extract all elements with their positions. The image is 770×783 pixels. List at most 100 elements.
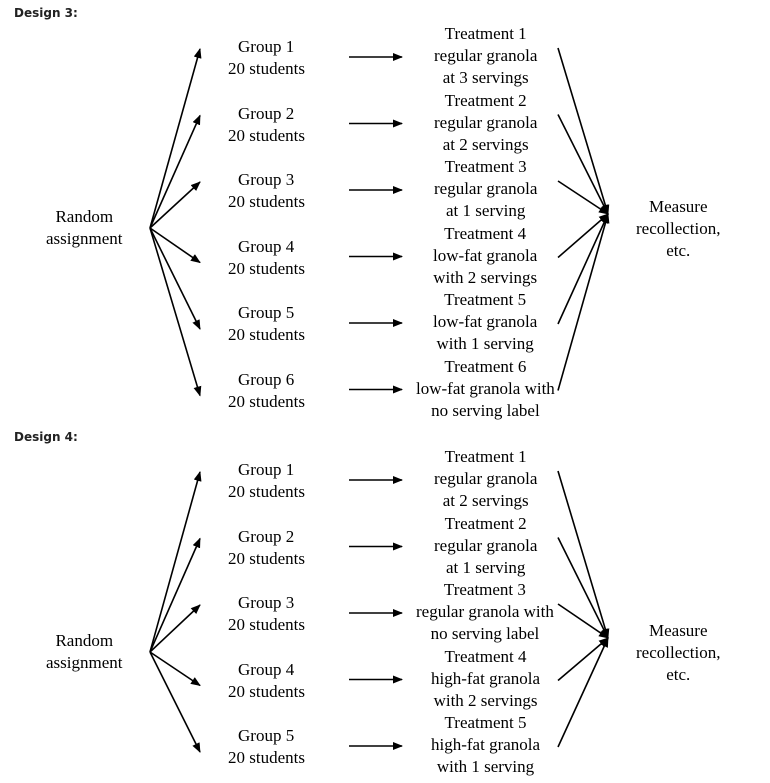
group-size: 20 students <box>228 748 305 767</box>
random-to-group-arrow <box>149 537 201 653</box>
group-size: 20 students <box>228 125 305 145</box>
treatment-label-line: at 1 serving <box>446 201 526 220</box>
treatment-to-measure-arrow <box>557 213 609 259</box>
random-to-group-arrow <box>149 48 202 229</box>
treatment-label-line: with 1 serving <box>436 757 535 776</box>
treatment-label-line: regular granola <box>434 112 538 132</box>
treatment-label-line: no serving label <box>431 400 540 420</box>
treatment-to-measure-arrow <box>557 603 609 639</box>
treatment-label-line: high-fat granola <box>431 735 541 754</box>
treatment-label-line: at 2 servings <box>442 491 529 510</box>
group-name: Group 5 <box>238 303 295 322</box>
treatment-label: Treatment 5 high-fat granola with 1 servin… <box>431 712 540 778</box>
treatment-to-measure-arrow <box>557 180 609 215</box>
measure-label: Measure recollection, etc. <box>636 620 721 686</box>
treatment-label: Treatment 1 regular granola at 2 servings <box>434 446 537 512</box>
group-size: 20 students <box>228 615 305 634</box>
measure-label: Measure recollection, etc. <box>636 196 721 262</box>
measure-label-line: etc. <box>666 241 691 260</box>
treatment-label-line: low-fat granola with <box>416 378 555 398</box>
treatment-label-line: Treatment 2 <box>444 513 527 533</box>
group-name: Group 6 <box>238 369 295 389</box>
group-name: Group 2 <box>238 103 295 123</box>
treatment-to-measure-arrow <box>557 213 609 325</box>
treatment-label-line: regular granola with <box>416 602 554 621</box>
measure-label-line: Measure <box>648 621 708 640</box>
design-title: Design 4: <box>14 430 78 444</box>
treatment-to-measure-arrow <box>557 537 609 639</box>
group-size: 20 students <box>228 325 305 344</box>
treatment-label-line: Treatment 1 <box>444 447 527 466</box>
design-title: Design 3: <box>14 6 78 20</box>
treatment-label-line: Treatment 5 <box>444 713 527 732</box>
random-to-group-arrow <box>149 227 201 330</box>
treatment-label-line: Treatment 3 <box>443 580 526 599</box>
group-size: 20 students <box>228 59 305 78</box>
random-assignment-label-line: Random <box>55 207 114 226</box>
treatment-label-line: at 1 serving <box>446 557 526 577</box>
treatment-label-line: Treatment 2 <box>444 90 527 110</box>
random-to-group-arrow <box>149 471 202 653</box>
treatment-to-measure-arrow <box>557 114 609 215</box>
group-name: Group 4 <box>238 659 295 679</box>
treatment-label-line: at 2 servings <box>442 134 529 154</box>
treatment-label-line: Treatment 5 <box>444 290 527 309</box>
treatment-label-line: with 2 servings <box>433 267 538 287</box>
group-name: Group 4 <box>238 236 295 256</box>
random-to-group-arrow <box>149 181 201 229</box>
random-assignment-label-line: Random <box>55 631 114 650</box>
random-to-group-arrow <box>149 651 201 753</box>
group-size: 20 students <box>228 548 305 568</box>
treatment-label-line: with 1 serving <box>436 334 534 353</box>
treatment-label-line: Treatment 4 <box>444 223 527 243</box>
treatment-label-line: Treatment 4 <box>444 646 527 666</box>
random-assignment-label: Random assignment <box>46 206 123 250</box>
treatment-label-line: with 2 servings <box>433 690 538 710</box>
measure-label-line: recollection, <box>636 219 721 238</box>
treatment-to-measure-arrow <box>557 213 610 391</box>
group-name: Group 3 <box>238 593 295 612</box>
random-assignment-label: Random assignment <box>46 630 123 674</box>
measure-label-line: recollection, <box>636 643 721 662</box>
group-size: 20 students <box>228 192 305 211</box>
group-size: 20 students <box>228 391 305 411</box>
random-to-group-arrow <box>149 227 201 264</box>
measure-label-line: etc. <box>666 665 691 684</box>
treatment-to-measure-arrow <box>557 637 609 748</box>
treatment-label: Treatment 5 low-fat granola with 1 serving <box>433 289 537 355</box>
treatment-label-line: low-fat granola <box>433 312 538 331</box>
treatment-label-line: low-fat granola <box>433 245 538 265</box>
random-to-group-arrow <box>149 227 202 397</box>
treatment-label-line: Treatment 3 <box>444 157 527 176</box>
treatment-label-line: regular granola <box>434 46 538 65</box>
random-assignment-label-line: assignment <box>46 229 123 248</box>
treatment-label-line: Treatment 1 <box>444 24 527 43</box>
treatment-label: Treatment 3 regular granola at 1 serving <box>434 156 537 222</box>
random-assignment-label-line: assignment <box>46 653 123 672</box>
random-to-group-arrow <box>149 604 201 653</box>
treatment-label-line: no serving label <box>430 624 540 643</box>
treatment-label-line: at 3 servings <box>442 68 529 87</box>
group-name: Group 3 <box>238 170 295 189</box>
group-name: Group 1 <box>238 37 295 56</box>
treatment-label-line: regular granola <box>434 179 538 198</box>
group-size: 20 students <box>228 482 305 501</box>
random-to-group-arrow <box>149 114 201 229</box>
measure-label-line: Measure <box>648 197 708 216</box>
treatment-label: Treatment 3 regular granola with no servin… <box>416 579 554 645</box>
treatment-label-line: high-fat granola <box>431 668 541 688</box>
treatment-label: Treatment 1 regular granola at 3 servings <box>434 23 537 89</box>
treatment-to-measure-arrow <box>557 637 609 682</box>
treatment-label-line: regular granola <box>434 469 538 488</box>
group-name: Group 2 <box>238 526 295 546</box>
group-size: 20 students <box>228 258 305 278</box>
random-to-group-arrow <box>149 651 201 687</box>
treatment-to-measure-arrow <box>557 470 610 639</box>
group-name: Group 5 <box>238 726 295 745</box>
